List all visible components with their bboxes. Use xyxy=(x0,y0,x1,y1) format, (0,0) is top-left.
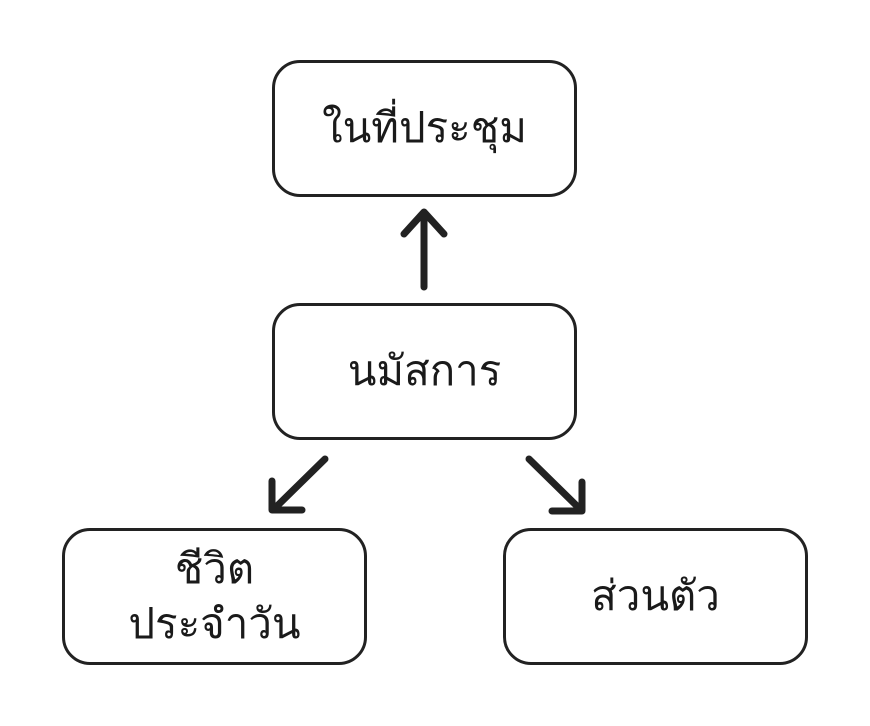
arrow-center-to-left xyxy=(268,455,329,514)
node-label-line1: ชีวิต xyxy=(174,543,255,593)
node-label: ในที่ประชุม xyxy=(322,103,527,153)
node-worship: นมัสการ xyxy=(272,303,577,440)
node-daily-life: ชีวิต ประจำวัน xyxy=(62,528,367,665)
arrow-center-to-top xyxy=(400,208,448,291)
node-label: ส่วนตัว xyxy=(591,571,720,621)
node-label-line2: ประจำวัน xyxy=(128,598,301,648)
node-in-meeting: ในที่ประชุม xyxy=(272,60,577,197)
node-label: นมัสการ xyxy=(347,346,502,396)
arrow-center-to-right xyxy=(525,455,586,515)
node-personal: ส่วนตัว xyxy=(503,528,808,665)
